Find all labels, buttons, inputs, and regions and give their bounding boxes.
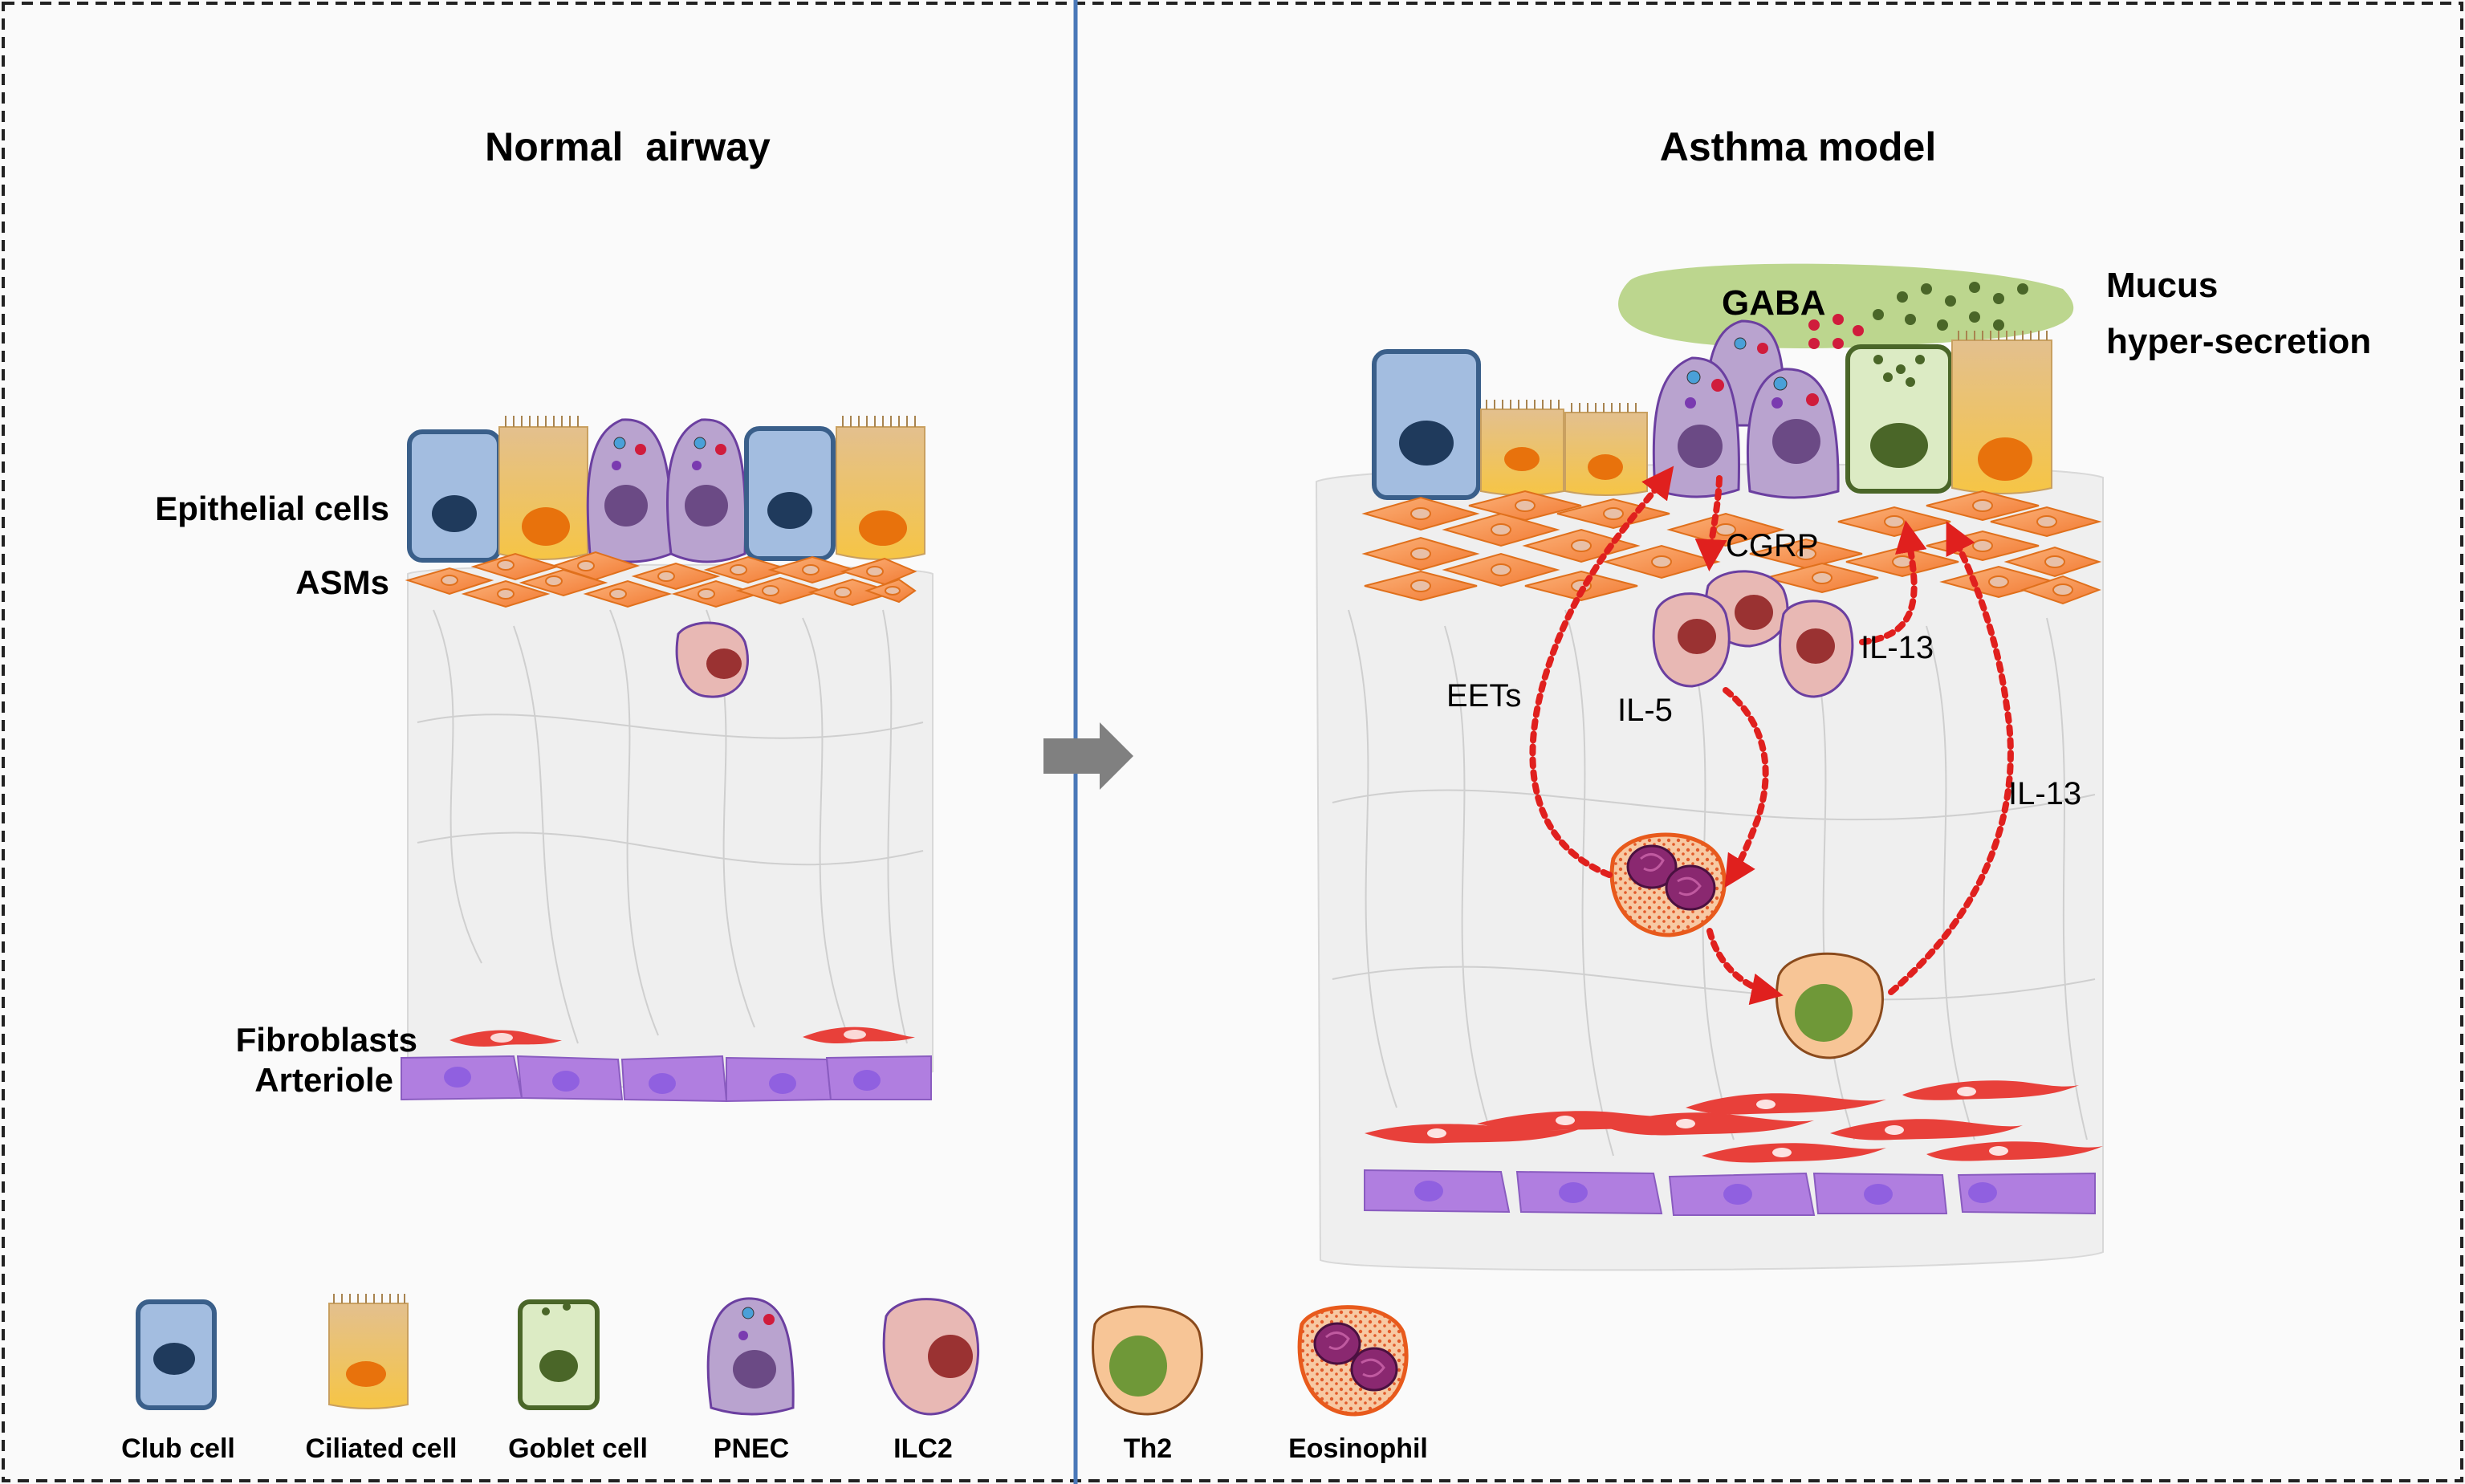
legend-pnec-label: PNEC <box>714 1433 789 1464</box>
label-arteriole: Arteriole <box>254 1061 393 1099</box>
legend-ilc2-label: ILC2 <box>893 1433 953 1464</box>
il13-epithelium-arrow <box>1859 520 1927 645</box>
il5-arrow <box>1723 687 1769 888</box>
legend-ilc2-cell: ILC2 <box>882 1298 980 1464</box>
legend-eosinophil-cell: Eosinophil <box>1288 1305 1428 1464</box>
label-asms: ASMs <box>295 563 389 601</box>
ilc2-cell <box>1652 592 1731 688</box>
legend-eosinophil-label: Eosinophil <box>1288 1433 1428 1464</box>
label-cgrp: CGRP <box>1726 528 1819 563</box>
club-nucleus <box>1399 421 1454 466</box>
asthma-epithelium <box>1372 319 2052 500</box>
eets-arrow <box>1529 466 1674 878</box>
eos-to-th2-arrow <box>1706 928 1784 1006</box>
goblet-cell <box>1845 344 1953 494</box>
normal-asm-layer <box>405 551 917 608</box>
label-gaba: GABA <box>1722 283 1826 323</box>
legend: Club cell Ciliated cell Goblet cell PNEC… <box>121 1294 1428 1464</box>
label-fibroblasts: Fibroblasts <box>236 1021 417 1059</box>
legend-goblet-cell: Goblet cell <box>508 1299 648 1464</box>
legend-pnec-cell: PNEC <box>706 1297 795 1464</box>
normal-fibroblasts <box>449 1027 915 1047</box>
ciliated-cell <box>1564 403 1648 496</box>
legend-ciliated-cell: Ciliated cell <box>306 1294 458 1464</box>
ciliated-cell <box>1480 400 1564 496</box>
pnec-cell <box>1746 368 1840 499</box>
pnec-cell <box>1652 356 1740 498</box>
legend-club-cell: Club cell <box>121 1299 235 1464</box>
ilc2-cell <box>1779 600 1854 698</box>
ciliated-cell <box>498 416 588 560</box>
asthma-model-title: Asthma model <box>1660 124 1937 169</box>
ilc2-cell <box>675 621 749 698</box>
normal-tissue <box>407 563 934 1088</box>
cgrp-arrow <box>1694 475 1727 571</box>
label-eets: EETs <box>1446 678 1521 714</box>
th2-cell <box>1775 952 1884 1059</box>
legend-ciliated-label: Ciliated cell <box>306 1433 458 1464</box>
ilc2-cluster <box>1652 570 1854 698</box>
legend-club-label: Club cell <box>121 1433 235 1464</box>
pnec-cell <box>665 418 747 563</box>
label-hyper-secretion: hyper-secretion <box>2106 322 2371 361</box>
il13-th2-arrow <box>1888 521 2014 995</box>
ciliated-cell <box>1951 331 2052 494</box>
asthma-fibroblasts <box>1365 1080 2103 1163</box>
asthma-asm-layer <box>1361 490 2102 605</box>
club-nucleus <box>767 492 812 529</box>
label-mucus: Mucus <box>2106 266 2218 305</box>
signaling-arrows <box>1529 466 2014 1006</box>
label-epithelial-cells: Epithelial cells <box>155 490 389 527</box>
normal-epithelium <box>407 416 925 563</box>
label-il5: IL-5 <box>1617 693 1673 728</box>
eosinophil-cell <box>1609 832 1727 937</box>
ciliated-cell <box>836 416 925 560</box>
club-nucleus <box>432 495 477 532</box>
legend-th2-label: Th2 <box>1124 1433 1172 1464</box>
mucus-layer <box>1618 263 2074 349</box>
asthma-arteriole <box>1364 1169 2096 1216</box>
transition-arrow <box>1043 722 1133 790</box>
legend-goblet-label: Goblet cell <box>508 1433 648 1464</box>
pnec-cell <box>586 418 673 563</box>
label-il13-right: IL-13 <box>2008 776 2081 811</box>
legend-th2-cell: Th2 <box>1092 1305 1203 1464</box>
label-il13-top: IL-13 <box>1861 630 1934 665</box>
normal-airway-title: Normal airway <box>485 124 771 169</box>
normal-arteriole <box>401 1055 932 1103</box>
